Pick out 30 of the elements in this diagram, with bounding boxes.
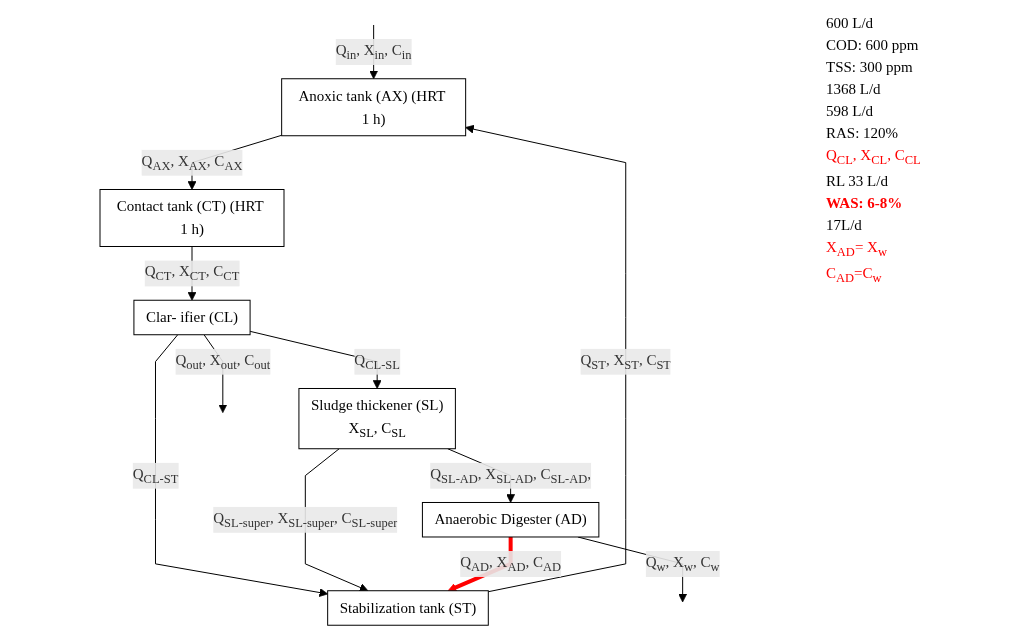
edge-label: Q$_{CL-ST}$ (132, 465, 179, 486)
flow-note: 598 L/d (826, 103, 875, 120)
edge-label: Q$_{out}$, X$_{out}$, C$_{out}$ (175, 351, 271, 372)
flow-note: 1368 L/d (826, 81, 882, 98)
flow-note: X$_{AD}$= X$_{w}$ (826, 239, 888, 260)
flow-note: 17L/d (826, 217, 863, 234)
node-box: Anaerobic Digester (AD) (422, 501, 600, 538)
node-box: Stabilization tank (ST) (327, 590, 489, 626)
flow-note: Q$_{CL}$, X$_{CL}$, C$_{CL}$ (826, 147, 922, 168)
edge-label: Q$_{CT}$, X$_{CT}$, C$_{CT}$ (144, 263, 240, 284)
node-box: Contact tank (CT) (HRT 1 h) (99, 188, 285, 247)
edge-label: Q$_{in}$, X$_{in}$, C$_{in}$ (335, 41, 412, 62)
edge-label: Q$_{SL-AD}$, X$_{SL-AD}$, C$_{SL-AD}$, (430, 465, 592, 486)
edge-label: Q$_{SL-super}$, X$_{SL-super}$, C$_{SL-super}$ (213, 509, 398, 530)
flow-note: 600 L/d (826, 15, 875, 32)
edge-label: Q$_{w}$, X$_{w}$, C$_{w}$ (645, 553, 720, 574)
node-box: Clar- ifier (CL) (133, 299, 251, 336)
flow-note: TSS: 300 ppm (826, 59, 914, 76)
edge-label: Q$_{AX}$, X$_{AX}$, C$_{AX}$ (141, 152, 243, 173)
flow-note: RL 33 L/d (826, 173, 889, 190)
edge-label: Q$_{ST}$, X$_{ST}$, C$_{ST}$ (580, 351, 672, 372)
node-box: Anoxic tank (AX) (HRT 1 h) (281, 78, 467, 137)
edge-label: Q$_{AD}$, X$_{AD}$, C$_{AD}$ (460, 553, 562, 574)
edge-label: Q$_{CL-SL}$ (354, 351, 401, 372)
arrow (465, 124, 627, 593)
flow-note: RAS: 120% (826, 125, 900, 142)
flow-note: COD: 600 ppm (826, 37, 920, 54)
flow-note: WAS: 6-8% (826, 195, 904, 212)
node-box: Sludge thickener (SL) X$_{SL}$, C$_{SL}$ (298, 387, 457, 450)
flow-note: C$_{AD}$=C$_{w}$ (826, 265, 883, 286)
